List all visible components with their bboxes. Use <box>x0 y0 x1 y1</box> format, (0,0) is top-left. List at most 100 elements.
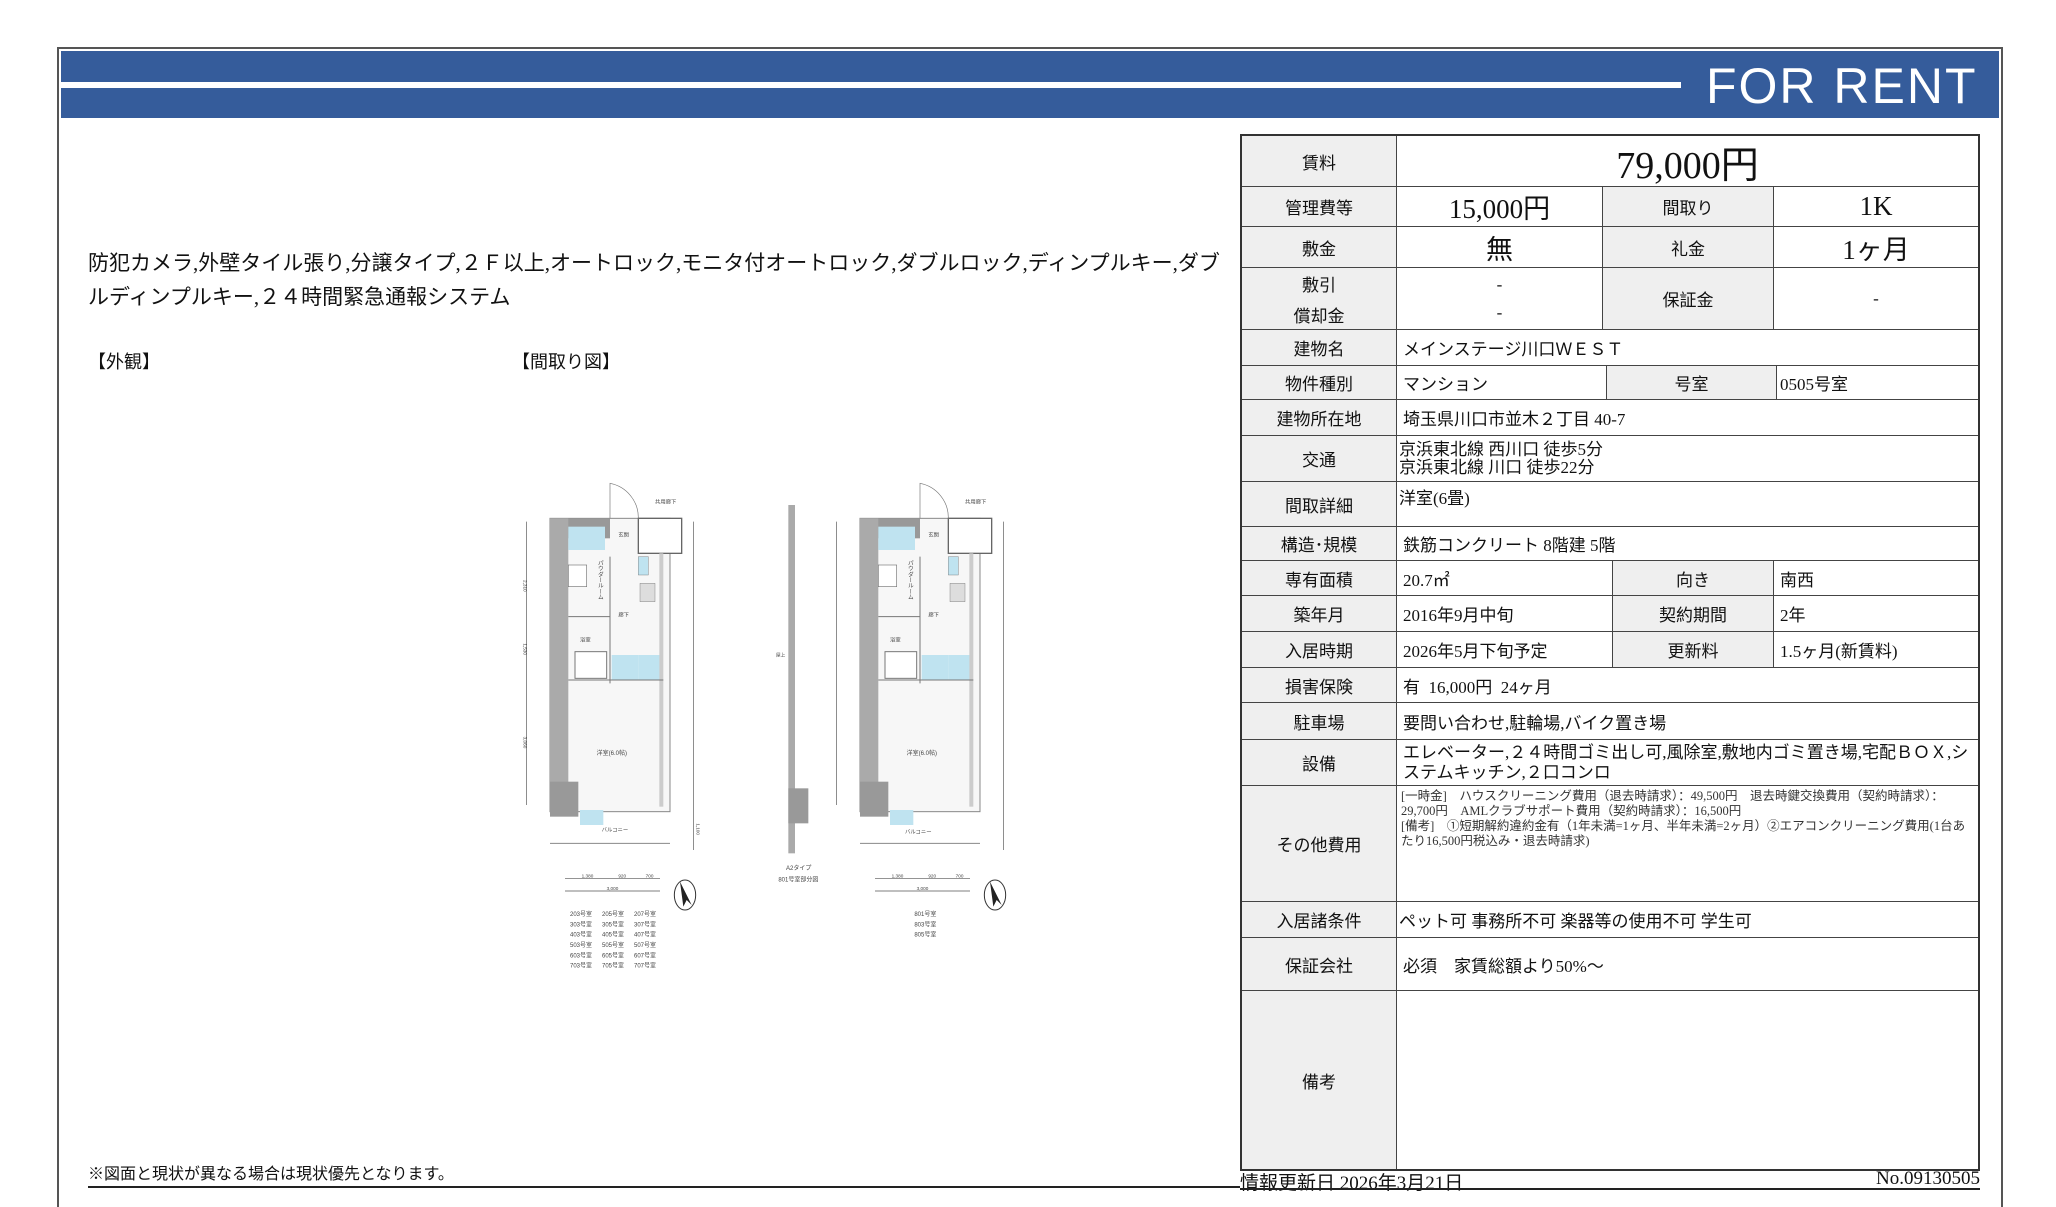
floorplan-label: 【間取り図】 <box>512 352 620 372</box>
room-number: 305号室 <box>602 920 624 928</box>
room-no-value: 0505号室 <box>1780 375 1848 394</box>
rent-value: 79,000円 <box>1616 144 1759 187</box>
remarks-value <box>1397 991 1978 1169</box>
row-rent: 賃料 79,000円 <box>1242 136 1978 187</box>
property-details-table: 賃料 79,000円 管理費等 15,000円 間取り 1K 敷金 無 礼金 1… <box>1240 134 1980 1171</box>
entrance-label: 玄関 <box>618 531 629 539</box>
parking-value: 要問い合わせ,駐輪場,バイク置き場 <box>1403 713 1667 733</box>
facilities-label: 設備 <box>1242 740 1397 785</box>
renewal-label: 更新料 <box>1613 632 1774 667</box>
access-values: 京浜東北線 西川口 徒歩5分 京浜東北線 川口 徒歩22分 <box>1397 436 1978 481</box>
entrance-label: 玄関 <box>928 531 939 539</box>
balcony-label: バルコニー <box>602 827 629 834</box>
dimension-label: 920 <box>928 873 936 878</box>
shikibiki-value: - <box>1496 274 1503 294</box>
row-conditions: 入居諸条件 ペット可 事務所不可 楽器等の使用不可 学生可 <box>1242 902 1978 938</box>
room-number: 703号室 <box>570 962 592 970</box>
partial-plan-column <box>788 788 809 824</box>
row-built: 築年月 2016年9月中旬 契約期間 2年 <box>1242 596 1978 632</box>
room-number: 607号室 <box>634 951 656 959</box>
property-number: No.09130505 <box>1876 1168 1980 1189</box>
access-line: 京浜東北線 西川口 徒歩5分 <box>1399 439 1603 459</box>
corridor-label: 共用廊下 <box>965 497 987 505</box>
built-value: 2016年9月中旬 <box>1397 596 1613 631</box>
partial-caption: 801号室部分図 <box>778 876 818 884</box>
other-fees-label: その他費用 <box>1242 786 1397 901</box>
row-other-fees: その他費用 [一時金] ハウスクリーニング費用（退去時請求）：49,500円 退… <box>1242 786 1978 902</box>
floorplan-image: 共用廊下 共用廊下 玄関 玄関 廊下 廊下 パウダールーム パウダールーム 浴室… <box>522 482 1007 970</box>
conditions-label: 入居諸条件 <box>1242 902 1397 937</box>
disclaimer-note: ※図面と現状が異なる場合は現状優先となります。 <box>88 1166 454 1183</box>
guarantor-value: 必須 家賃総額より50%～ <box>1403 956 1604 976</box>
row-shikibiki: 敷引 償却金 - - 保証金 - <box>1242 268 1978 330</box>
remarks-label: 備考 <box>1242 991 1397 1169</box>
dimension-label: 1,100 <box>696 823 701 835</box>
layout-label: 間取り <box>1603 187 1774 226</box>
dimension-label: 1,380 <box>582 873 594 878</box>
row-structure: 構造･規模 鉄筋コンクリート 8階建 5階 <box>1242 527 1978 561</box>
room-number: 205号室 <box>602 910 624 918</box>
insurance-value: 有 16,000円 24ヶ月 <box>1403 677 1552 697</box>
header-title: FOR RENT <box>1706 58 1978 114</box>
row-deposit: 敷金 無 礼金 1ヶ月 <box>1242 227 1978 268</box>
room-number: 707号室 <box>634 962 656 970</box>
dimension-label: 1,530 <box>522 643 527 655</box>
row-management-fee: 管理費等 15,000円 間取り 1K <box>1242 187 1978 227</box>
partial-plan-wall <box>788 505 795 854</box>
access-line: 京浜東北線 川口 徒歩22分 <box>1399 457 1595 477</box>
shokyaku-label: 償却金 <box>1293 306 1345 326</box>
row-move-in: 入居時期 2026年5月下旬予定 更新料 1.5ヶ月(新賃料) <box>1242 632 1978 668</box>
updated-date: 情報更新日 2026年3月21日 <box>1240 1173 1464 1194</box>
structure-label: 構造･規模 <box>1242 527 1397 560</box>
move-in-value: 2026年5月下旬予定 <box>1397 632 1613 667</box>
address-value: 埼玉県川口市並木２丁目 40-7 <box>1403 410 1626 429</box>
hall-label: 廊下 <box>928 611 939 619</box>
row-guarantor: 保証会社 必須 家賃総額より50%～ <box>1242 938 1978 991</box>
mgmt-fee-value: 15,000円 <box>1397 187 1603 226</box>
floorplan-right <box>835 482 1007 911</box>
area-label: 専有面積 <box>1242 561 1397 595</box>
dimension-label: 3,000 <box>917 886 929 891</box>
shokyaku-value: - <box>1496 302 1503 322</box>
room-number: 801号室 <box>914 910 936 918</box>
room-label: 洋室(6.0帖) <box>907 749 937 757</box>
exterior-label: 【外観】 <box>88 352 160 372</box>
guarantee-label: 保証金 <box>1603 268 1774 329</box>
address-label: 建物所在地 <box>1242 400 1397 435</box>
building-value: メインステージ川口ＷＥＳＴ <box>1403 340 1624 359</box>
dimension-label: 2,310 <box>522 580 527 592</box>
deposit-value: 無 <box>1397 227 1603 267</box>
header-stripe <box>61 82 1681 88</box>
page-frame <box>57 47 2003 1207</box>
bath-label: 浴室 <box>890 636 901 644</box>
type-value: マンション <box>1397 366 1607 399</box>
room-number: 405号室 <box>602 931 624 939</box>
shikibiki-labels: 敷引 償却金 <box>1242 268 1397 329</box>
balcony-label: バルコニー <box>905 828 932 835</box>
structure-value: 鉄筋コンクリート 8階建 5階 <box>1403 536 1616 555</box>
room-number: 605号室 <box>602 951 624 959</box>
access-label: 交通 <box>1242 436 1397 481</box>
partial-type-label: A2タイプ <box>786 864 811 872</box>
room-number: 203号室 <box>570 910 592 918</box>
dimension-label: 700 <box>646 873 654 878</box>
dimension-label: 3,000 <box>607 886 619 891</box>
row-remarks: 備考 <box>1242 991 1978 1169</box>
room-number: 403号室 <box>570 931 592 939</box>
area-value: 20.7㎡ <box>1397 561 1613 595</box>
key-money-value: 1ヶ月 <box>1842 234 1910 265</box>
room-number: 307号室 <box>634 920 656 928</box>
room-no-label: 号室 <box>1607 366 1777 399</box>
dimension-label: 920 <box>618 873 626 878</box>
room-number: 507号室 <box>634 941 656 949</box>
layout-detail-label: 間取詳細 <box>1242 482 1397 526</box>
row-access: 交通 京浜東北線 西川口 徒歩5分 京浜東北線 川口 徒歩22分 <box>1242 436 1978 482</box>
powder-room-label: パウダールーム <box>596 560 603 600</box>
room-number: 207号室 <box>634 910 656 918</box>
room-number: 805号室 <box>914 931 936 939</box>
direction-value: 南西 <box>1780 570 1814 590</box>
facilities-value: エレベーター,２４時間ゴミ出し可,風除室,敷地内ゴミ置き場,宅配ＢＯＸ,システム… <box>1403 742 1969 782</box>
layout-detail-value: 洋室(6畳) <box>1399 489 1470 508</box>
hall-label: 廊下 <box>618 611 629 619</box>
